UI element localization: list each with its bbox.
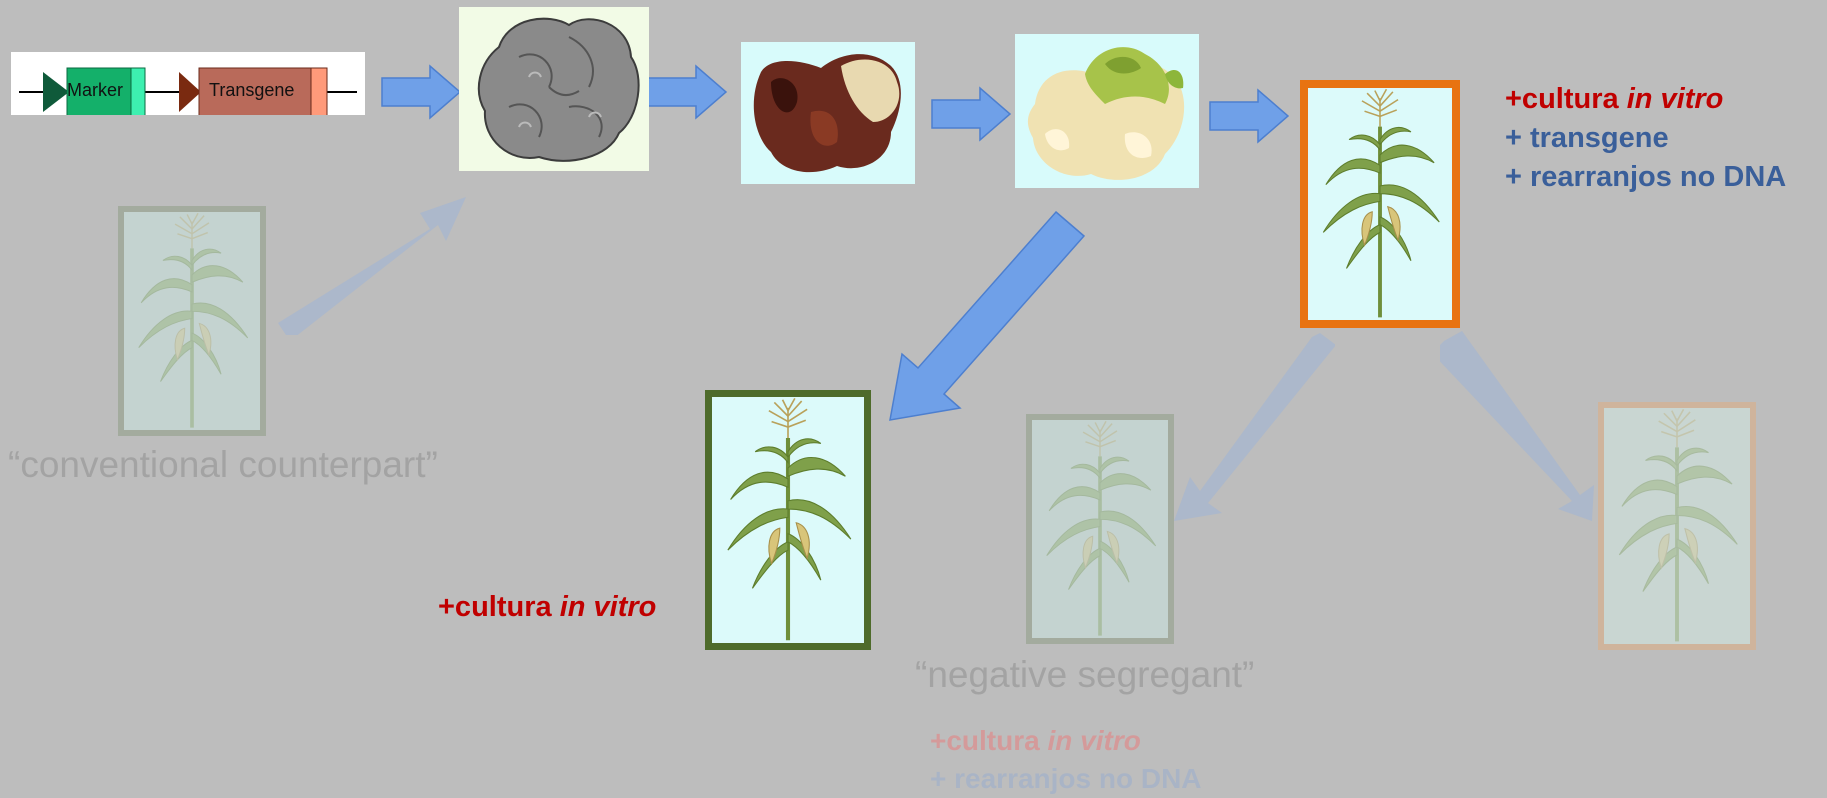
negative-segregant-plant-frame: [1026, 414, 1174, 644]
negative-segregant-attr-line2: + rearranjos no DNA: [930, 760, 1202, 798]
maize-plant-icon: [1604, 408, 1750, 644]
arrow-right-icon: [380, 64, 462, 120]
arrow-right-icon: [930, 86, 1012, 142]
faded-diagonal-arrow-up-icon: [270, 185, 480, 335]
regenerating-callus-photo: [1015, 34, 1199, 188]
green-frame-label: +cultura in vitro: [438, 591, 656, 624]
arrow-right-icon: [646, 64, 728, 120]
transgenic-plant-frame: [1300, 80, 1460, 328]
faded-diagonal-arrow-down-right-icon: [1440, 325, 1610, 525]
tissue-culture-control-plant-frame: [705, 390, 871, 650]
negative-segregant-attributes: +cultura in vitro + rearranjos no DNA: [930, 722, 1202, 798]
maize-plant-icon: [1308, 88, 1452, 320]
transgenic-label-line3: + rearranjos no DNA: [1505, 158, 1786, 197]
transgenic-label-line1: +cultura in vitro: [1505, 80, 1786, 119]
marker-label: Marker: [67, 80, 139, 101]
negative-segregant-label: “negative segregant”: [915, 654, 1254, 696]
faded-diagonal-arrow-down-left-icon: [1160, 325, 1335, 525]
maize-plant-icon: [712, 397, 864, 643]
conventional-counterpart-label: “conventional counterpart”: [8, 444, 438, 486]
negative-segregant-attr-line1: +cultura in vitro: [930, 722, 1202, 760]
transgenic-label: +cultura in vitro + transgene + rearranj…: [1505, 80, 1786, 197]
tissue-culture-photo: [459, 7, 649, 171]
arrow-right-icon: [1208, 88, 1290, 144]
transgene-label: Transgene: [209, 80, 294, 101]
callus-photo: [741, 42, 915, 184]
maize-plant-icon: [124, 212, 260, 430]
gene-construct: Marker Transgene: [11, 52, 365, 115]
arrow-diagonal-icon: [880, 208, 1090, 426]
transgenic-label-line2: + transgene: [1505, 119, 1786, 158]
maize-plant-icon: [1032, 420, 1168, 638]
conventional-plant-frame: [118, 206, 266, 436]
transgenic-progeny-plant-frame: [1598, 402, 1756, 650]
